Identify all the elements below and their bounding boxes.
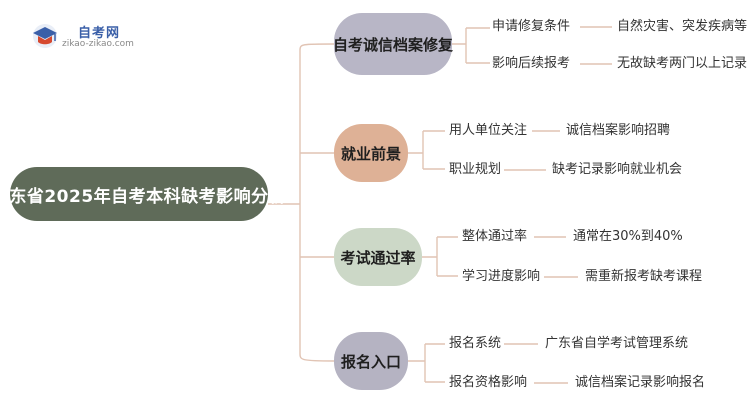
group-1-bracket	[408, 130, 445, 170]
group-2-dash	[534, 236, 578, 278]
item-label: 整体通过率	[462, 229, 528, 244]
category-node-pass-rate: 考试通过率	[334, 228, 422, 286]
logo-title: 自考网	[78, 26, 121, 41]
root-label: 广东省2025年自考本科缺考影响分析	[0, 186, 287, 207]
group-1-dash	[504, 130, 560, 171]
item-detail: 诚信档案记录影响报名	[575, 375, 706, 390]
category-label: 考试通过率	[340, 248, 416, 267]
graduation-cap-icon	[33, 24, 57, 48]
item-label: 职业规划	[449, 162, 502, 177]
item-detail: 广东省自学考试管理系统	[545, 336, 689, 351]
root-node: 广东省2025年自考本科缺考影响分析	[0, 167, 286, 221]
trunk-connector	[299, 43, 335, 362]
item-label: 报名系统	[449, 336, 502, 351]
item-detail: 自然灾害、突发疾病等	[617, 19, 748, 34]
category-node-employment: 就业前景	[334, 124, 408, 182]
group-0-dash	[580, 26, 612, 65]
item-label: 报名资格影响	[449, 375, 528, 390]
site-logo: 自考网 zikao-zikao.com	[30, 20, 150, 52]
item-label: 学习进度影响	[462, 269, 541, 284]
item-detail: 无故缺考两门以上记录	[617, 56, 748, 71]
item-label: 影响后续报考	[492, 56, 571, 71]
logo-url: zikao-zikao.com	[62, 39, 134, 49]
category-node-registration: 报名入口	[334, 332, 408, 390]
category-label: 就业前景	[340, 144, 401, 163]
item-detail: 需重新报考缺考课程	[585, 269, 703, 284]
group-2-bracket	[422, 236, 458, 277]
item-label: 用人单位关注	[449, 123, 528, 138]
item-detail: 通常在30%到40%	[573, 229, 683, 244]
group-0-bracket	[452, 27, 490, 64]
item-detail: 诚信档案影响招聘	[566, 123, 671, 138]
category-label: 报名入口	[340, 352, 401, 371]
item-detail: 缺考记录影响就业机会	[552, 162, 683, 177]
item-label: 申请修复条件	[492, 19, 571, 34]
group-3-bracket	[408, 343, 445, 383]
category-node-integrity-record: 自考诚信档案修复	[333, 13, 454, 75]
category-label: 自考诚信档案修复	[333, 35, 454, 54]
group-3-dash	[504, 343, 568, 384]
